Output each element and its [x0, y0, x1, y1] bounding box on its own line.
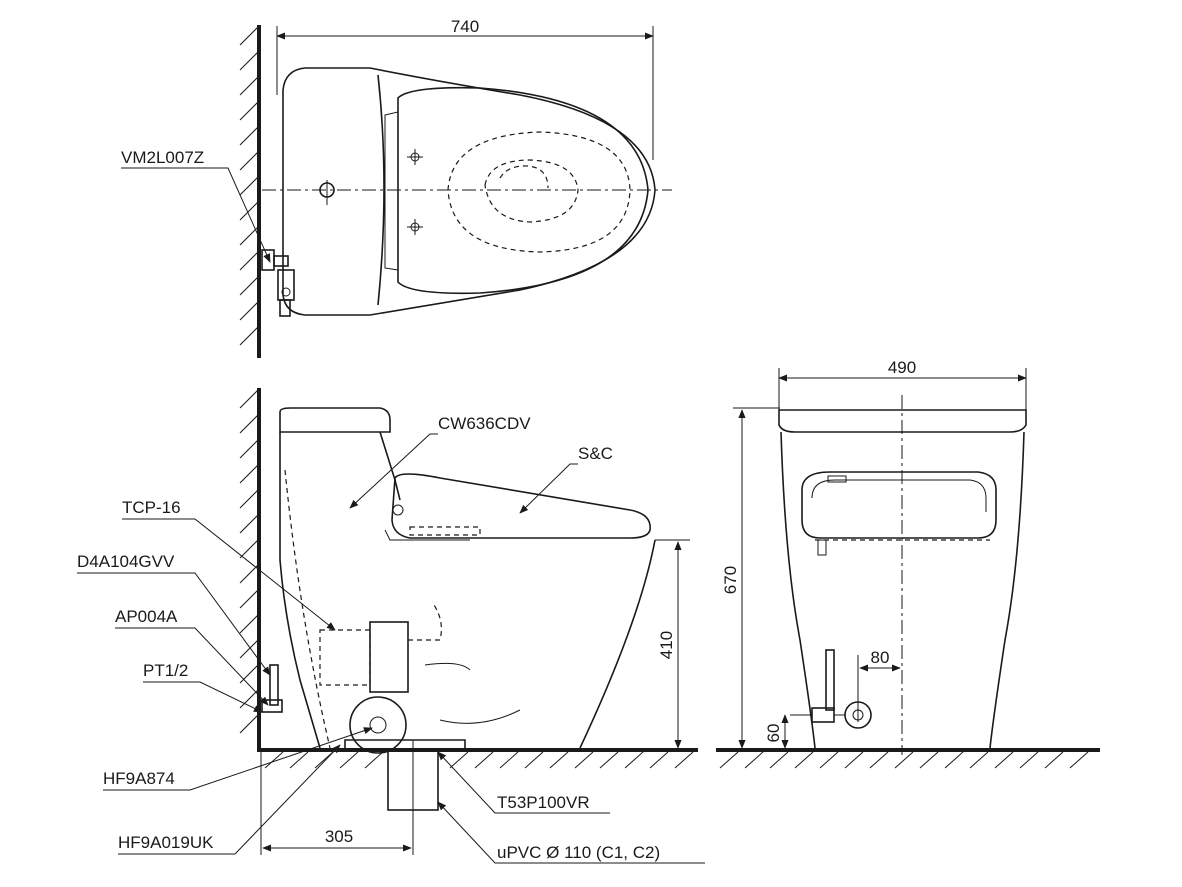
top-view: 740 VM2L007Z: [121, 17, 672, 358]
label-tcp: TCP-16: [122, 498, 181, 517]
label-adapter: AP004A: [115, 607, 178, 626]
dim-offset-80: 80: [871, 648, 890, 667]
label-seat: S&C: [578, 444, 613, 463]
dim-offset-60: 60: [764, 724, 783, 743]
label-toilet: CW636CDV: [438, 414, 531, 433]
dim-front-width: 490: [888, 358, 916, 377]
label-pt: PT1/2: [143, 661, 188, 680]
label-pipe: uPVC Ø 110 (C1, C2): [497, 843, 660, 862]
label-valve: VM2L007Z: [121, 148, 204, 167]
dim-rough-in: 305: [325, 827, 353, 846]
dim-top-width: 740: [451, 17, 479, 36]
label-hose: D4A104GVV: [77, 552, 175, 571]
dim-seat-height: 410: [657, 631, 676, 659]
label-flange: T53P100VR: [497, 793, 590, 812]
dim-height-total: 670: [721, 566, 740, 594]
label-hf019: HF9A019UK: [118, 833, 214, 852]
side-view: 410 305 CW636CDV S&C TCP-16 D4A104GVV AP…: [77, 388, 705, 864]
label-hf874: HF9A874: [103, 769, 175, 788]
front-view: 490 670 80 60: [716, 358, 1100, 769]
